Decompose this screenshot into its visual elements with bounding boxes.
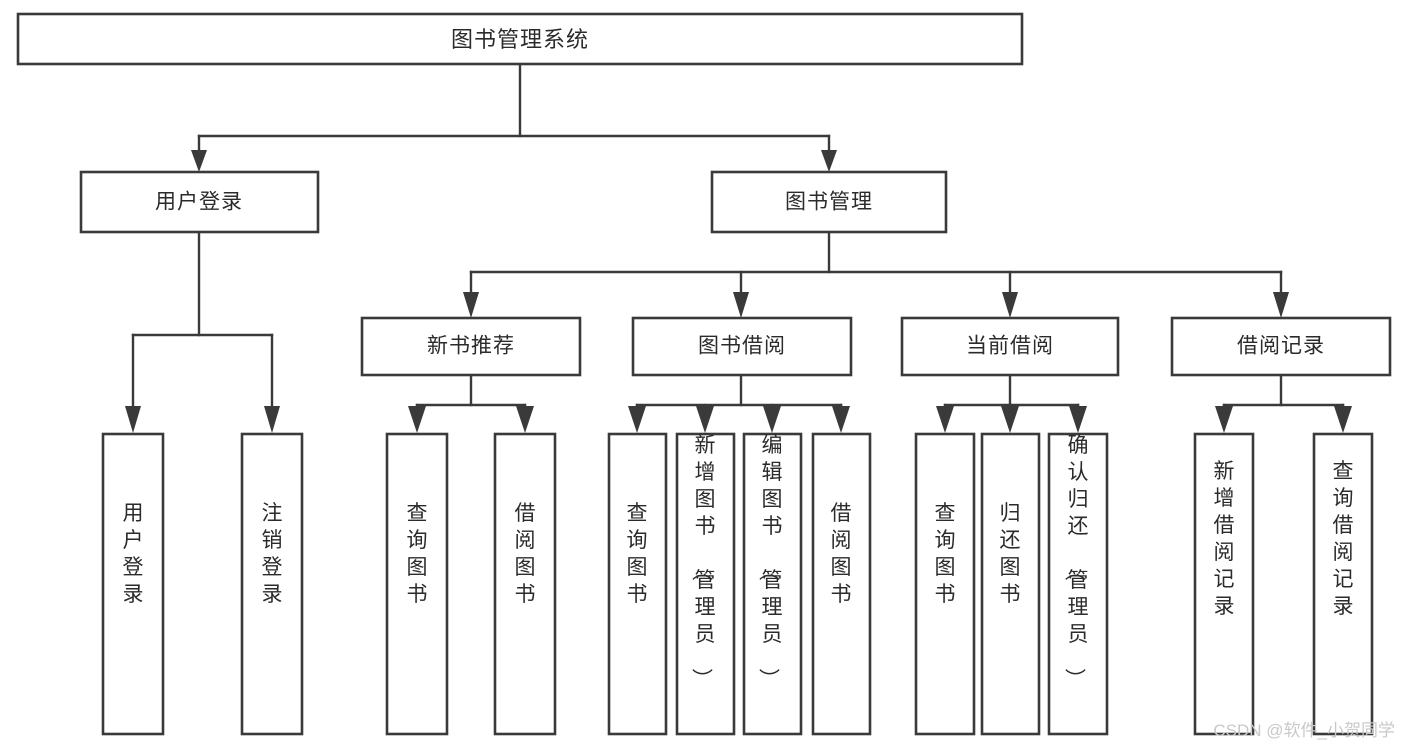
leaf-query-record-label: 查询借阅记录 <box>1333 460 1354 618</box>
arrow-head-leaf-add-record <box>1215 406 1233 433</box>
node-root-box[interactable] <box>16 12 1024 66</box>
node-root[interactable]: 图书管理系统 <box>16 12 1024 66</box>
node-book-manage[interactable]: 图书管理 <box>710 170 948 234</box>
connector-layer <box>125 62 1352 433</box>
node-current-borrow-label: 当前借阅 <box>966 335 1054 358</box>
node-book-manage-box[interactable] <box>710 170 948 234</box>
leaf-query-book-1[interactable]: 查询图书 <box>385 432 449 736</box>
arrow-head-leaf-borrow-book-1 <box>516 406 534 433</box>
leaf-query-book-2-box[interactable] <box>607 432 668 736</box>
leaf-user-login-label: 用户登录 <box>123 502 144 606</box>
leaf-user-logout-box[interactable] <box>240 432 304 736</box>
node-book-borrow[interactable]: 图书借阅 <box>631 316 853 377</box>
leaf-confirm-return[interactable]: 确认归还（管理员） <box>1047 432 1109 736</box>
leaf-borrow-book-1-box[interactable] <box>493 432 557 736</box>
arrow-head-new-book-recommend <box>463 292 479 318</box>
leaf-confirm-return-label: 确认归还（管理员） <box>1063 434 1089 689</box>
node-current-borrow-box[interactable] <box>900 316 1120 377</box>
node-borrow-record-box[interactable] <box>1170 316 1392 377</box>
leaf-query-book-3-box[interactable] <box>914 432 976 736</box>
leaf-query-book-2[interactable]: 查询图书 <box>607 432 668 736</box>
leaf-return-book[interactable]: 归还图书 <box>980 432 1041 736</box>
leaf-user-login-box[interactable] <box>101 432 165 736</box>
arrow-head-leaf-add-book <box>696 406 714 433</box>
leaf-confirm-return-box[interactable] <box>1047 432 1109 736</box>
leaf-query-record[interactable]: 查询借阅记录 <box>1312 432 1374 736</box>
leaf-add-record[interactable]: 新增借阅记录 <box>1193 432 1255 736</box>
node-user-login[interactable]: 用户登录 <box>79 170 320 234</box>
leaf-borrow-book-1-label: 借阅图书 <box>515 502 536 606</box>
node-borrow-record-label: 借阅记录 <box>1237 335 1325 358</box>
node-book-manage-label: 图书管理 <box>785 191 873 214</box>
leaf-add-book[interactable]: 新增图书（管理员） <box>675 432 736 736</box>
leaf-query-book-2-label: 查询图书 <box>627 502 648 606</box>
node-user-login-label: 用户登录 <box>155 191 243 214</box>
node-book-borrow-label: 图书借阅 <box>698 335 786 358</box>
leaf-query-book-3-label: 查询图书 <box>935 502 956 606</box>
node-new-book-recommend-box[interactable] <box>360 316 582 377</box>
node-borrow-record[interactable]: 借阅记录 <box>1170 316 1392 377</box>
node-user-login-box[interactable] <box>79 170 320 234</box>
node-root-label: 图书管理系统 <box>451 27 589 52</box>
leaf-borrow-book-2-box[interactable] <box>811 432 872 736</box>
node-book-borrow-box[interactable] <box>631 316 853 377</box>
leaf-query-book-3[interactable]: 查询图书 <box>914 432 976 736</box>
leaf-return-book-label: 归还图书 <box>1000 502 1021 606</box>
arrow-head-user-login <box>191 150 207 172</box>
arrow-head-borrow-record <box>1273 292 1289 318</box>
leaf-add-book-label: 新增图书（管理员） <box>690 434 716 689</box>
leaf-query-book-1-label: 查询图书 <box>407 502 428 606</box>
arrow-head-leaf-user-logout <box>264 406 280 433</box>
arrow-head-book-borrow <box>733 292 749 318</box>
arrow-head-leaf-query-record <box>1334 406 1352 433</box>
arrow-head-book-manage <box>821 150 837 172</box>
arrow-head-leaf-query-book-1 <box>408 406 426 433</box>
node-current-borrow[interactable]: 当前借阅 <box>900 316 1120 377</box>
leaf-user-logout-label: 注销登录 <box>262 502 283 606</box>
leaf-user-login[interactable]: 用户登录 <box>101 432 165 736</box>
arrow-head-leaf-user-login <box>125 406 141 433</box>
leaf-edit-book-box[interactable] <box>742 432 803 736</box>
leaf-user-logout[interactable]: 注销登录 <box>240 432 304 736</box>
leaf-query-book-1-box[interactable] <box>385 432 449 736</box>
leaf-query-record-box[interactable] <box>1312 432 1374 736</box>
leaf-add-record-box[interactable] <box>1193 432 1255 736</box>
node-new-book-recommend-label: 新书推荐 <box>427 335 515 358</box>
leaf-add-record-label: 新增借阅记录 <box>1214 460 1235 618</box>
arrow-head-leaf-query-book-2 <box>628 406 646 433</box>
arrow-head-leaf-return-book <box>1001 406 1019 433</box>
arrow-head-leaf-confirm-return <box>1069 406 1087 433</box>
leaf-return-book-box[interactable] <box>980 432 1041 736</box>
arrow-head-leaf-edit-book <box>763 406 781 433</box>
leaf-edit-book-label: 编辑图书（管理员） <box>757 434 783 689</box>
arrow-head-current-borrow <box>1002 292 1018 318</box>
leaf-borrow-book-1[interactable]: 借阅图书 <box>493 432 557 736</box>
leaf-borrow-book-2[interactable]: 借阅图书 <box>811 432 872 736</box>
arrow-head-leaf-borrow-book-2 <box>832 406 850 433</box>
leaf-edit-book[interactable]: 编辑图书（管理员） <box>742 432 803 736</box>
leaf-borrow-book-2-label: 借阅图书 <box>831 502 852 606</box>
leaf-add-book-box[interactable] <box>675 432 736 736</box>
node-new-book-recommend[interactable]: 新书推荐 <box>360 316 582 377</box>
arrow-head-leaf-query-book-3 <box>936 406 954 433</box>
